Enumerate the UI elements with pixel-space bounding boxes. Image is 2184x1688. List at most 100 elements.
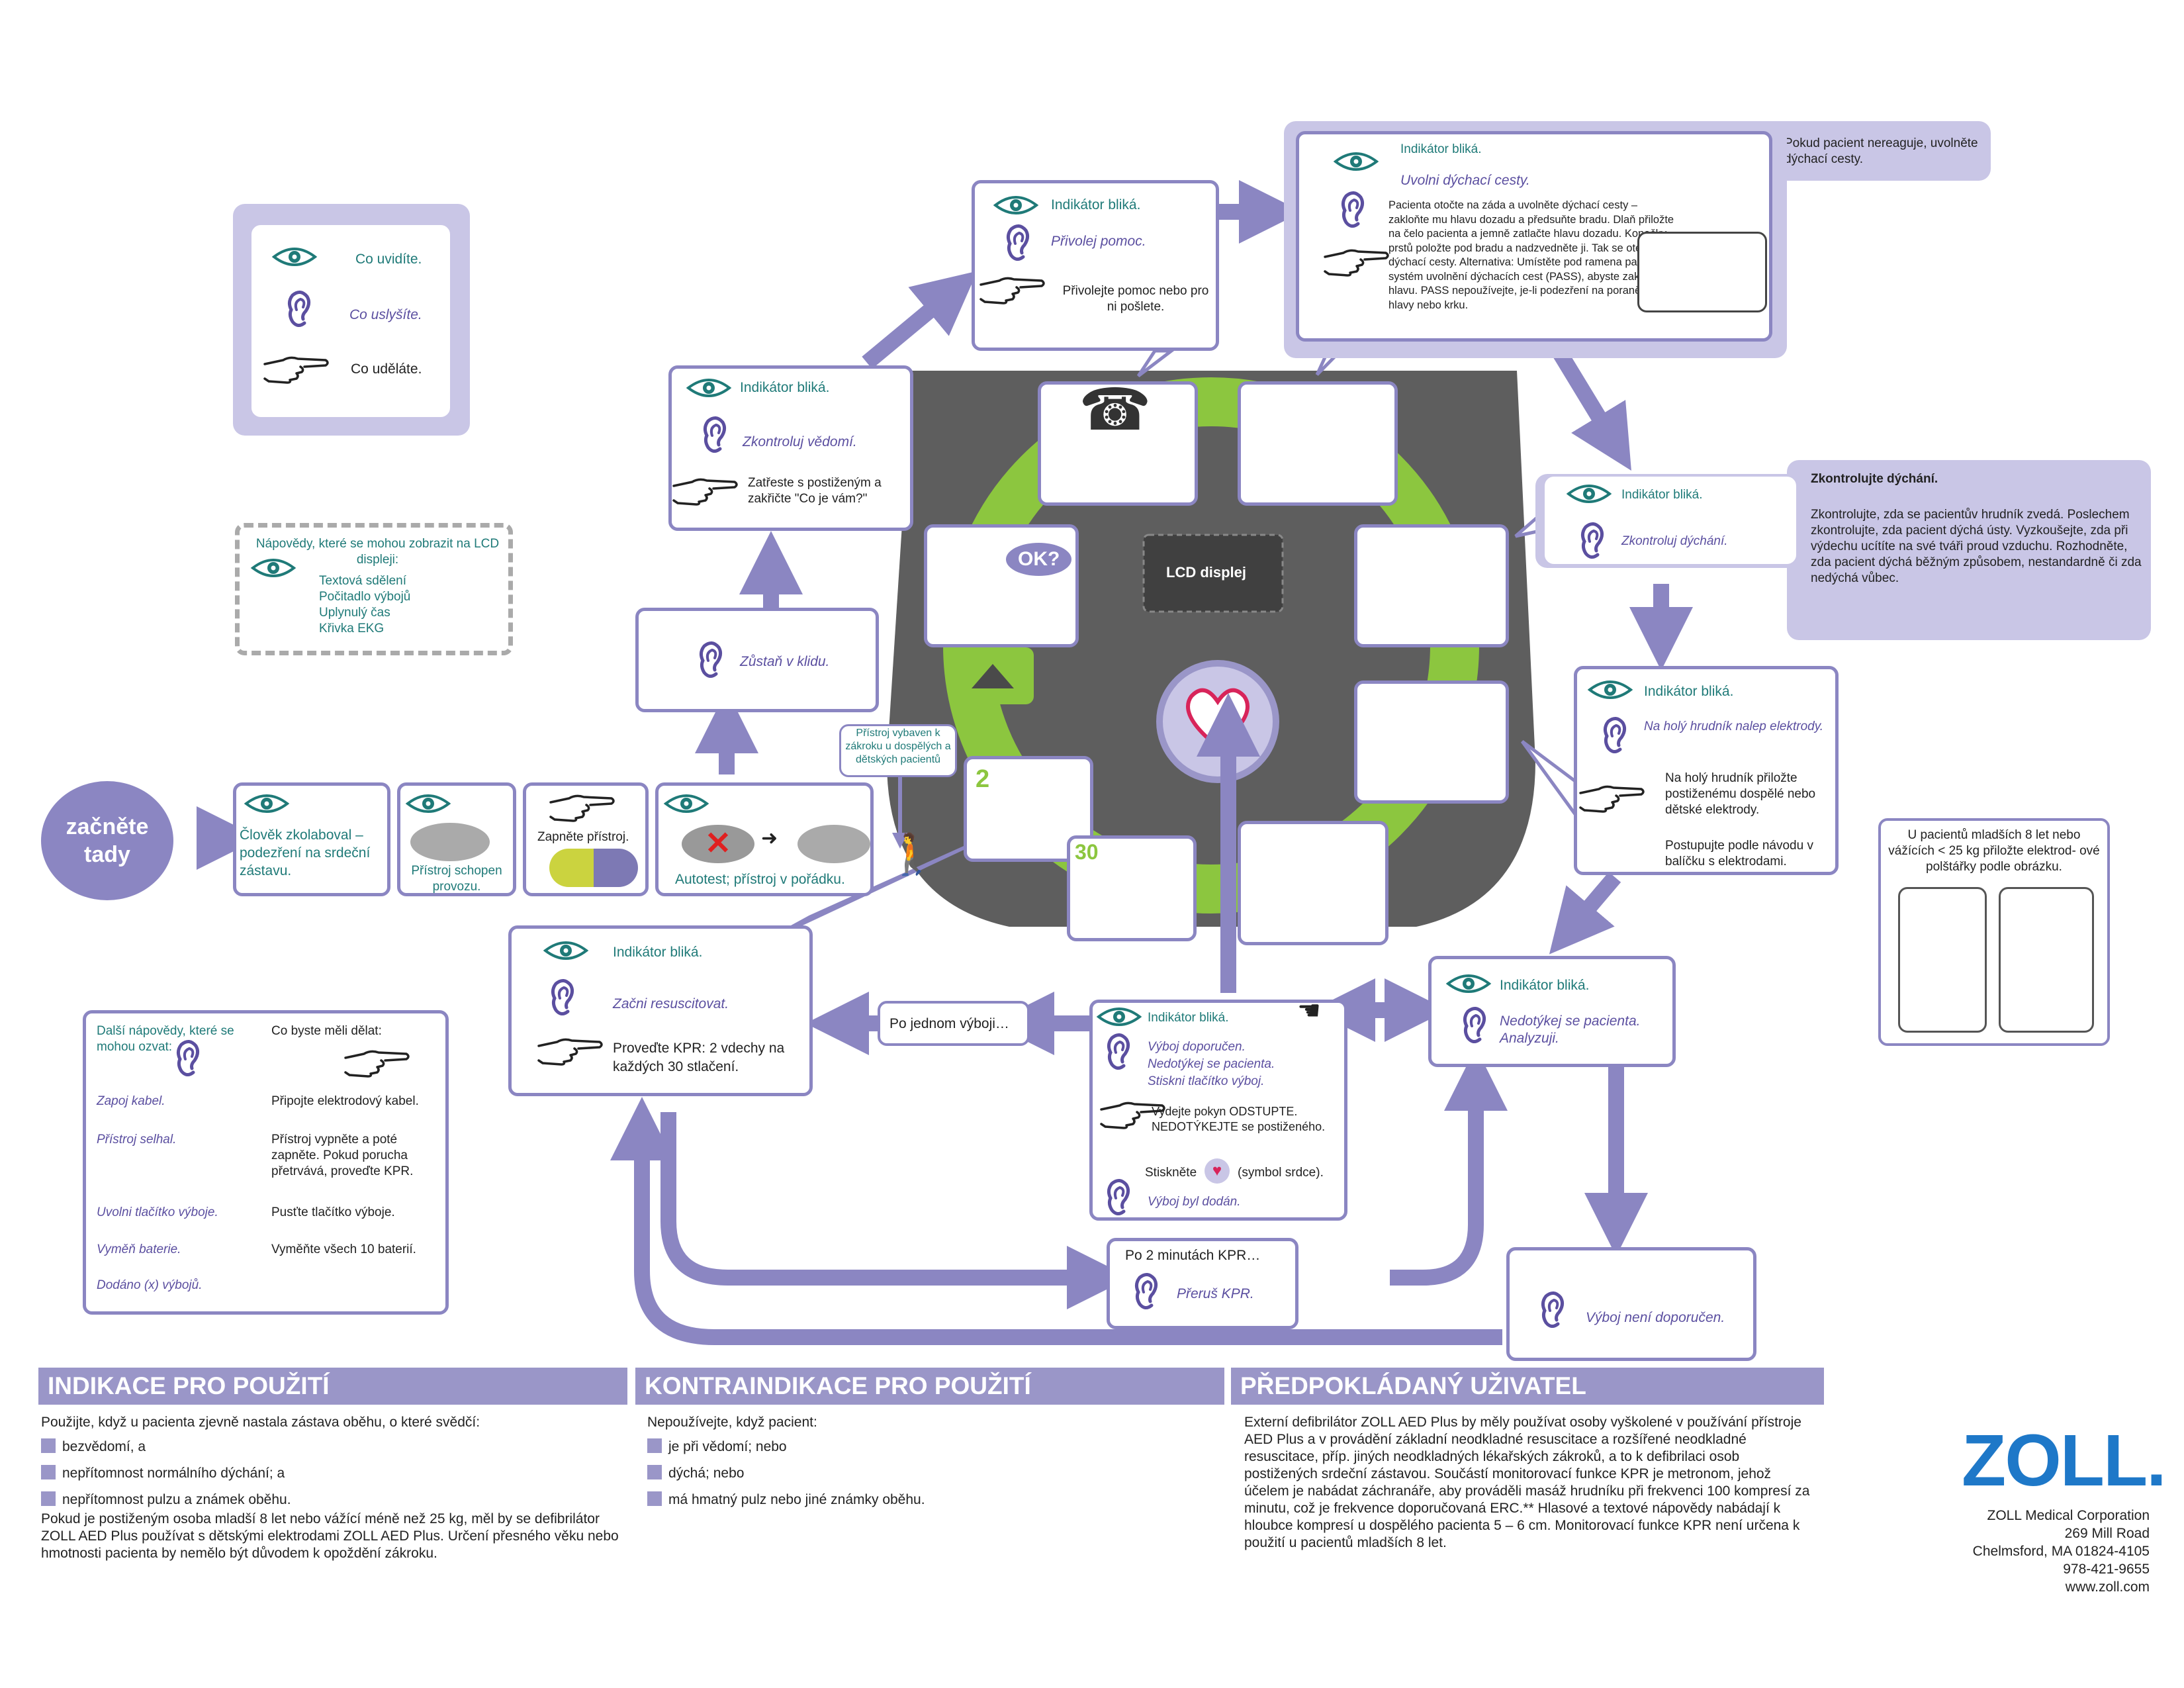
- ear-icon: [700, 416, 727, 455]
- power-button-icon[interactable]: [549, 849, 638, 887]
- eye-icon: [244, 792, 290, 816]
- lcd-hint-item: Počitadlo výbojů: [319, 590, 411, 604]
- call-help-picture: [1038, 381, 1198, 506]
- status-indicator-ok: [410, 823, 490, 861]
- extra-prompts-col2: Co byste měli dělat:: [271, 1024, 382, 1038]
- check-resp-prompt: Zkontroluj vědomí.: [743, 434, 857, 449]
- ear-icon: [1132, 1272, 1158, 1312]
- ear-icon: [548, 978, 574, 1018]
- after-cpr-label: Po 2 minutách KPR…: [1125, 1248, 1261, 1263]
- step-selftest-text: Autotest; přístroj v pořádku.: [675, 872, 845, 887]
- contra-intro: Nepoužívejte, když pacient:: [647, 1415, 817, 1430]
- legend-do: Co uděláte.: [351, 361, 422, 377]
- shock-prompt-2: Nedotýkej se pacienta.: [1148, 1057, 1275, 1071]
- zoll-address-line: 269 Mill Road: [2064, 1526, 2150, 1541]
- airway-prompt: Uvolni dýchací cesty.: [1400, 173, 1530, 188]
- child-front-picture: [1898, 887, 1987, 1033]
- call-help-prompt: Přivolej pomoc.: [1051, 234, 1146, 249]
- bullet-square: [647, 1438, 662, 1453]
- ear-icon: [1003, 224, 1030, 263]
- ear-icon: [1104, 1178, 1130, 1218]
- pediatric-note: Přístroj vybaven k zákroku u dospělých a…: [845, 727, 951, 765]
- indication-item: bezvědomí, a: [41, 1434, 291, 1460]
- ear-icon: [1104, 1033, 1130, 1072]
- lcd-hints-box: [235, 523, 513, 655]
- pointing-hand-icon: [537, 1033, 604, 1066]
- indication-item: nepřítomnost normálního dýchání; a: [41, 1460, 291, 1487]
- contra-item-text: je při vědomí; nebo: [668, 1439, 787, 1454]
- airway-indicator: Indikátor bliká.: [1400, 142, 1482, 156]
- breathing-info-panel: [1787, 460, 2151, 640]
- ok-bubble: OK?: [1006, 543, 1072, 576]
- shock-action-1: Vydejte pokyn ODSTUPTE. NEDOTÝKEJTE se p…: [1152, 1105, 1326, 1133]
- contra-item-text: dýchá; nebo: [668, 1466, 745, 1481]
- breath-count: 2: [976, 765, 990, 793]
- contra-item: dýchá; nebo: [647, 1460, 925, 1487]
- child-back-picture: [1999, 887, 2094, 1033]
- shock-indicator: Indikátor bliká.: [1148, 1011, 1229, 1025]
- eye-icon: [1566, 482, 1612, 506]
- pads-action2: Postupujte podle návodu v balíčku s elek…: [1665, 839, 1813, 868]
- lcd-hint-item: Uplynulý čas: [319, 606, 390, 620]
- arrow-icon: ➜: [761, 827, 778, 849]
- call-help-action: Přivolejte pomoc nebo pro ni pošlete.: [1062, 284, 1209, 314]
- adult-child-icon: 🚶: [887, 832, 936, 876]
- after-cpr-box: [1107, 1238, 1298, 1329]
- lcd-display-label: LCD displej: [1166, 564, 1247, 581]
- cpr-action: Proveďte KPR: 2 vdechy na každých 30 stl…: [613, 1041, 785, 1074]
- eye-icon: [663, 792, 709, 816]
- pads-box: [1574, 666, 1839, 875]
- eye-icon: [543, 939, 589, 962]
- pressing-hand-icon: ☚: [1297, 996, 1321, 1025]
- eye-icon: [405, 792, 451, 816]
- after-shock-box: [878, 1001, 1030, 1046]
- eye-icon: [1096, 1005, 1142, 1029]
- step-collapse-text: Člověk zkolaboval – podezření na srdeční…: [240, 827, 371, 878]
- step-poweron-text: Zapněte přístroj.: [537, 830, 629, 844]
- status-fail-icon: ✕: [682, 825, 754, 863]
- zoll-logo: ZOLL.: [1962, 1420, 2167, 1501]
- airway-picture: [1238, 381, 1398, 506]
- extra-prompt: Vyměň baterie.: [97, 1243, 181, 1256]
- eye-icon: [1333, 150, 1379, 173]
- analyze-indicator: Indikátor bliká.: [1500, 978, 1590, 993]
- indication-item-text: bezvědomí, a: [62, 1439, 146, 1454]
- pointing-hand-icon: [1579, 780, 1645, 813]
- indications-intro: Použijte, když u pacienta zjevně nastala…: [41, 1415, 480, 1430]
- indications-header: INDIKACE PRO POUŽITÍ: [38, 1368, 627, 1405]
- compression-picture: [1067, 835, 1197, 941]
- pads-action1: Na holý hrudník přiložte postiženému dos…: [1665, 771, 1816, 817]
- ear-icon: [1538, 1291, 1565, 1331]
- pediatric-note-box: [839, 724, 957, 777]
- pointing-hand-icon: [263, 351, 330, 384]
- ear-icon: [1338, 191, 1365, 230]
- after-cpr-prompt: Přeruš KPR.: [1177, 1286, 1254, 1301]
- call-help-indicator: Indikátor bliká.: [1051, 197, 1141, 212]
- breathing-picture: [1354, 524, 1509, 647]
- after-shock-label: Po jednom výboji…: [889, 1016, 1009, 1031]
- bullet-square: [41, 1491, 56, 1506]
- extra-prompt: Uvolni tlačítko výboje.: [97, 1205, 218, 1219]
- extra-prompts-title: Další nápovědy, které se mohou ozvat:: [97, 1024, 234, 1054]
- legend-see: Co uvidíte.: [355, 252, 422, 267]
- eye-icon: [1587, 678, 1633, 702]
- pointing-hand-icon: [344, 1045, 410, 1078]
- airway-side-note: Pokud pacient nereaguje, uvolněte dýchac…: [1784, 136, 1978, 166]
- step-ready-text: Přístroj schopen provozu.: [411, 864, 502, 894]
- pads-picture: [1354, 680, 1509, 804]
- intended-user-text: Externí defibrilátor ZOLL AED Plus by mě…: [1244, 1415, 1810, 1550]
- cpr-prompt: Začni resuscitovat.: [613, 996, 729, 1011]
- pointing-hand-icon: [979, 271, 1046, 305]
- indications-list: bezvědomí, a nepřítomnost normálního dých…: [41, 1434, 291, 1513]
- bullet-square: [41, 1438, 56, 1453]
- indication-item-text: nepřítomnost pulzu a známek oběhu.: [62, 1492, 291, 1507]
- check-resp-indicator: Indikátor bliká.: [740, 380, 830, 395]
- extra-action: Pusťte tlačítko výboje.: [271, 1205, 395, 1219]
- child-pads-note: U pacientů mladších 8 let nebo vážících …: [1888, 828, 2100, 874]
- ear-icon: [1600, 716, 1627, 756]
- extra-action: Přístroj vypněte a poté zapněte. Pokud p…: [271, 1133, 414, 1178]
- legend-hear: Co uslyšíte.: [349, 307, 422, 322]
- extra-prompts-box: [83, 1010, 449, 1315]
- shock-delivered: Výboj byl dodán.: [1148, 1195, 1241, 1209]
